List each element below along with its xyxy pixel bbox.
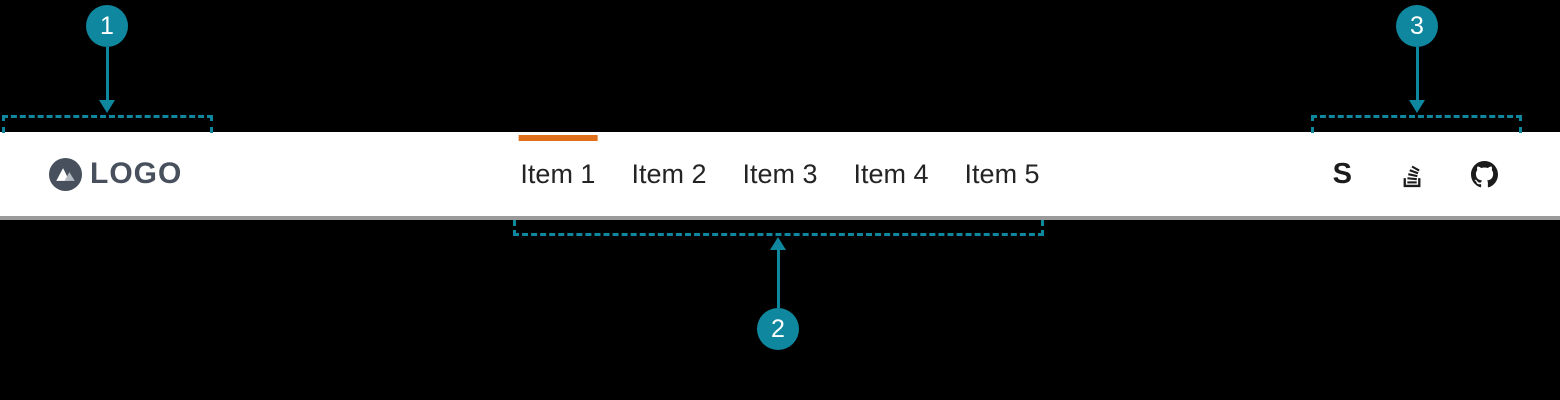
nav-item-5[interactable]: Item 5 xyxy=(965,132,1040,216)
nav-item-label: Item 3 xyxy=(742,158,818,189)
brand-logo[interactable]: LOGO xyxy=(48,132,182,216)
callout-2-arrow-line xyxy=(777,249,780,308)
s-icon-link[interactable]: S xyxy=(1332,157,1352,190)
nav-item-2[interactable]: Item 2 xyxy=(631,132,706,216)
nav-item-4[interactable]: Item 4 xyxy=(854,132,929,216)
brand-text: LOGO xyxy=(90,157,183,190)
github-icon xyxy=(1471,160,1498,187)
nav-item-label: Item 5 xyxy=(964,158,1040,189)
callout-number: 1 xyxy=(100,11,114,40)
nav-item-label: Item 2 xyxy=(631,158,707,189)
nav-item-3[interactable]: Item 3 xyxy=(742,132,817,216)
callout-1-arrow-line xyxy=(106,47,109,101)
callout-3-arrowhead-icon xyxy=(1409,100,1425,113)
callout-number: 3 xyxy=(1410,11,1424,40)
nav-item-label: Item 1 xyxy=(520,158,596,189)
active-item-indicator xyxy=(518,135,598,141)
s-icon: S xyxy=(1332,157,1352,190)
social-icons-group: S xyxy=(1333,132,1498,216)
mountain-logo-icon xyxy=(48,157,83,191)
callout-1-arrowhead-icon xyxy=(99,100,115,113)
stack-overflow-icon xyxy=(1403,165,1421,187)
callout-3-highlight-region xyxy=(1311,115,1522,133)
callout-2-arrowhead-icon xyxy=(770,237,786,250)
callout-marker-3: 3 xyxy=(1396,5,1438,47)
stack-overflow-link[interactable] xyxy=(1399,161,1424,188)
callout-marker-1: 1 xyxy=(86,5,128,47)
callout-number: 2 xyxy=(771,314,785,343)
github-link[interactable] xyxy=(1471,160,1498,188)
callout-2-highlight-region xyxy=(513,220,1044,236)
nav-menu: Item 1 Item 2 Item 3 Item 4 Item 5 xyxy=(518,132,1040,216)
callout-3-arrow-line xyxy=(1416,47,1419,101)
callout-marker-2: 2 xyxy=(757,308,799,350)
navbar: LOGO Item 1 Item 2 Item 3 Item 4 Item 5 … xyxy=(0,132,1560,220)
callout-1-highlight-region xyxy=(2,115,213,133)
nav-item-1[interactable]: Item 1 xyxy=(518,132,598,216)
nav-item-label: Item 4 xyxy=(853,158,929,189)
